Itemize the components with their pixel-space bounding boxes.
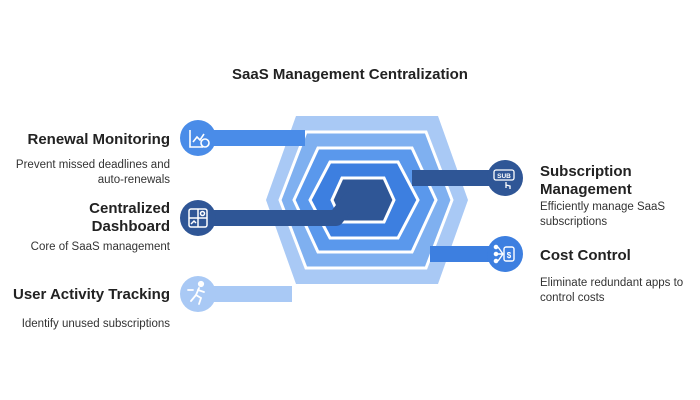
renewal-monitoring-description: Prevent missed deadlines and auto-renewa… bbox=[15, 159, 170, 186]
subscription-management-heading: Subscription Management bbox=[540, 163, 632, 198]
centralized-dashboard-description: Core of SaaS management bbox=[30, 241, 170, 253]
cost-control-heading: Cost Control bbox=[540, 247, 631, 264]
calendar-refresh-icon bbox=[189, 130, 210, 148]
dashboard-icon bbox=[188, 208, 208, 228]
centralized-dashboard-heading: Centralized Dashboard bbox=[89, 200, 170, 235]
user-activity-node bbox=[180, 276, 216, 312]
renewal-monitoring-node bbox=[180, 120, 216, 156]
page-title: SaaS Management Centralization bbox=[232, 66, 468, 83]
renewal-monitoring-heading: Renewal Monitoring bbox=[27, 131, 171, 148]
svg-text:SUB: SUB bbox=[497, 173, 511, 180]
subscription-management-node: SUB bbox=[487, 160, 523, 196]
centralized-dashboard-node bbox=[180, 200, 216, 236]
sub-hand-icon: SUB bbox=[493, 169, 515, 189]
subscription-management-description: Efficiently manage SaaS subscriptions bbox=[540, 201, 666, 228]
dashboard-connector bbox=[198, 192, 378, 226]
cost-control-description: Eliminate redundant apps to control cost… bbox=[540, 277, 684, 304]
user-activity-description: Identify unused subscriptions bbox=[21, 318, 170, 330]
user-activity-heading: User Activity Tracking bbox=[12, 286, 170, 303]
cost-flow-icon: $ bbox=[493, 244, 515, 264]
svg-text:$: $ bbox=[507, 251, 512, 260]
cost-control-node: $ bbox=[487, 236, 523, 272]
running-person-icon bbox=[187, 280, 205, 305]
